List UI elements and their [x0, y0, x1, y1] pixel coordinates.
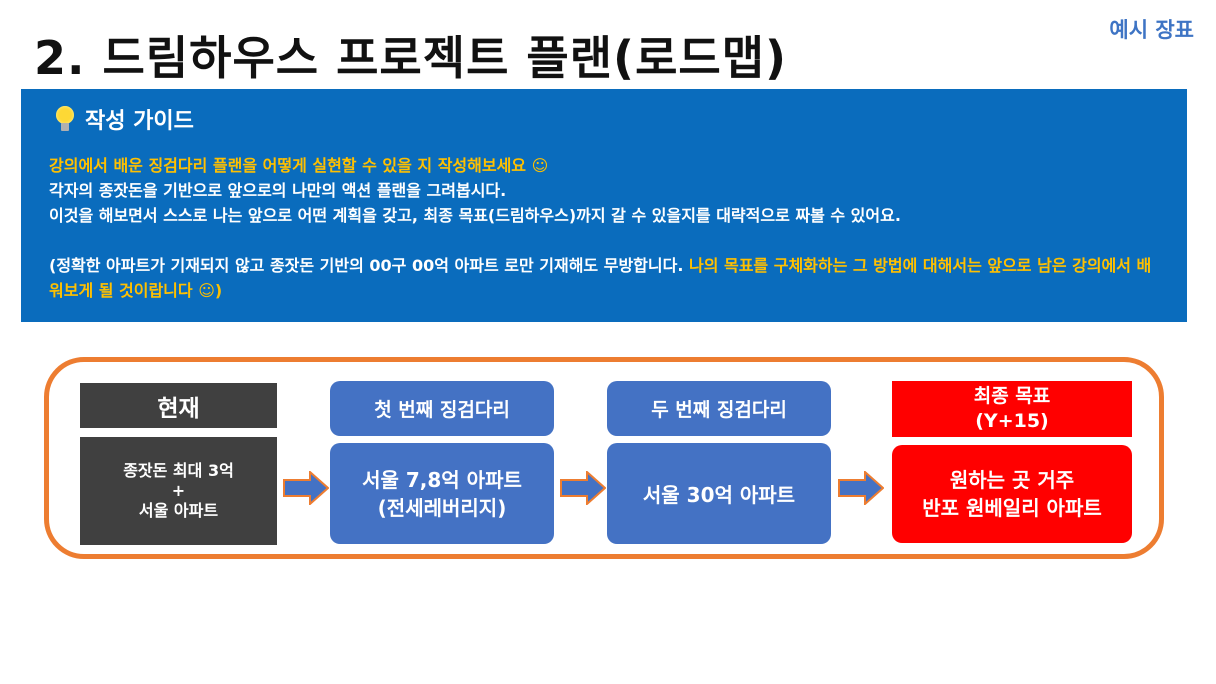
arrow-right-icon	[283, 471, 329, 505]
step1-line-1: 서울 7,8억 아파트	[362, 467, 522, 492]
guide-body: 강의에서 배운 징검다리 플랜을 어떻게 실현할 수 있을 지 작성해보세요 ☺…	[49, 153, 1159, 303]
guide-title: 작성 가이드	[85, 109, 194, 134]
step1-header-label: 첫 번째 징검다리	[374, 399, 510, 421]
arrow-right-icon	[560, 471, 606, 505]
goal-header-1: 최종 목표	[973, 385, 1051, 407]
current-line-2: +	[171, 481, 186, 500]
goal-box: 원하는 곳 거주 반포 원베일리 아파트	[892, 445, 1132, 543]
arrow-right-icon	[838, 471, 884, 505]
guide-note-yellow: 나의 목표를 구체화하는 그 방법에 대해서는 앞으로 남은 강의에서 배워보게…	[49, 256, 1152, 300]
guide-note: (정확한 아파트가 기재되지 않고 종잣돈 기반의 00구 00억 아파트 로만…	[49, 253, 1159, 303]
guide-line-3: 이것을 해보면서 스스로 나는 앞으로 어떤 계획을 갖고, 최종 목표(드림하…	[49, 206, 901, 225]
current-line-3: 서울 아파트	[138, 501, 219, 520]
step1-header: 첫 번째 징검다리	[330, 381, 554, 436]
guide-line-2: 각자의 종잣돈을 기반으로 앞으로의 나만의 액션 플랜을 그려봅시다.	[49, 181, 507, 200]
page-title: 2. 드림하우스 프로젝트 플랜(로드맵)	[34, 31, 788, 85]
step2-header-label: 두 번째 징검다리	[651, 399, 787, 421]
example-tag: 예시 장표	[1109, 18, 1194, 42]
goal-header-2: (Y+15)	[975, 410, 1049, 432]
current-box: 종잣돈 최대 3억 + 서울 아파트	[80, 437, 277, 545]
guide-header: 작성 가이드	[55, 103, 1159, 135]
goal-line-1: 원하는 곳 거주	[949, 468, 1075, 492]
guide-note-white: (정확한 아파트가 기재되지 않고 종잣돈 기반의 00구 00억 아파트 로만…	[49, 256, 684, 275]
step2-header: 두 번째 징검다리	[607, 381, 831, 436]
goal-header: 최종 목표 (Y+15)	[892, 381, 1132, 437]
roadmap-frame	[44, 357, 1164, 559]
current-header-label: 현재	[157, 395, 200, 422]
step2-box: 서울 30억 아파트	[607, 443, 831, 544]
step2-line-1: 서울 30억 아파트	[642, 483, 796, 507]
writing-guide-panel: 작성 가이드 강의에서 배운 징검다리 플랜을 어떻게 실현할 수 있을 지 작…	[21, 89, 1187, 322]
goal-line-2: 반포 원베일리 아파트	[922, 496, 1102, 520]
guide-line-1: 강의에서 배운 징검다리 플랜을 어떻게 실현할 수 있을 지 작성해보세요 ☺	[49, 156, 549, 175]
current-line-1: 종잣돈 최대 3억	[123, 461, 234, 480]
step1-line-2: (전세레버리지)	[377, 495, 507, 520]
step1-box: 서울 7,8억 아파트 (전세레버리지)	[330, 443, 554, 544]
lightbulb-icon	[55, 104, 75, 134]
current-header: 현재	[80, 383, 277, 428]
